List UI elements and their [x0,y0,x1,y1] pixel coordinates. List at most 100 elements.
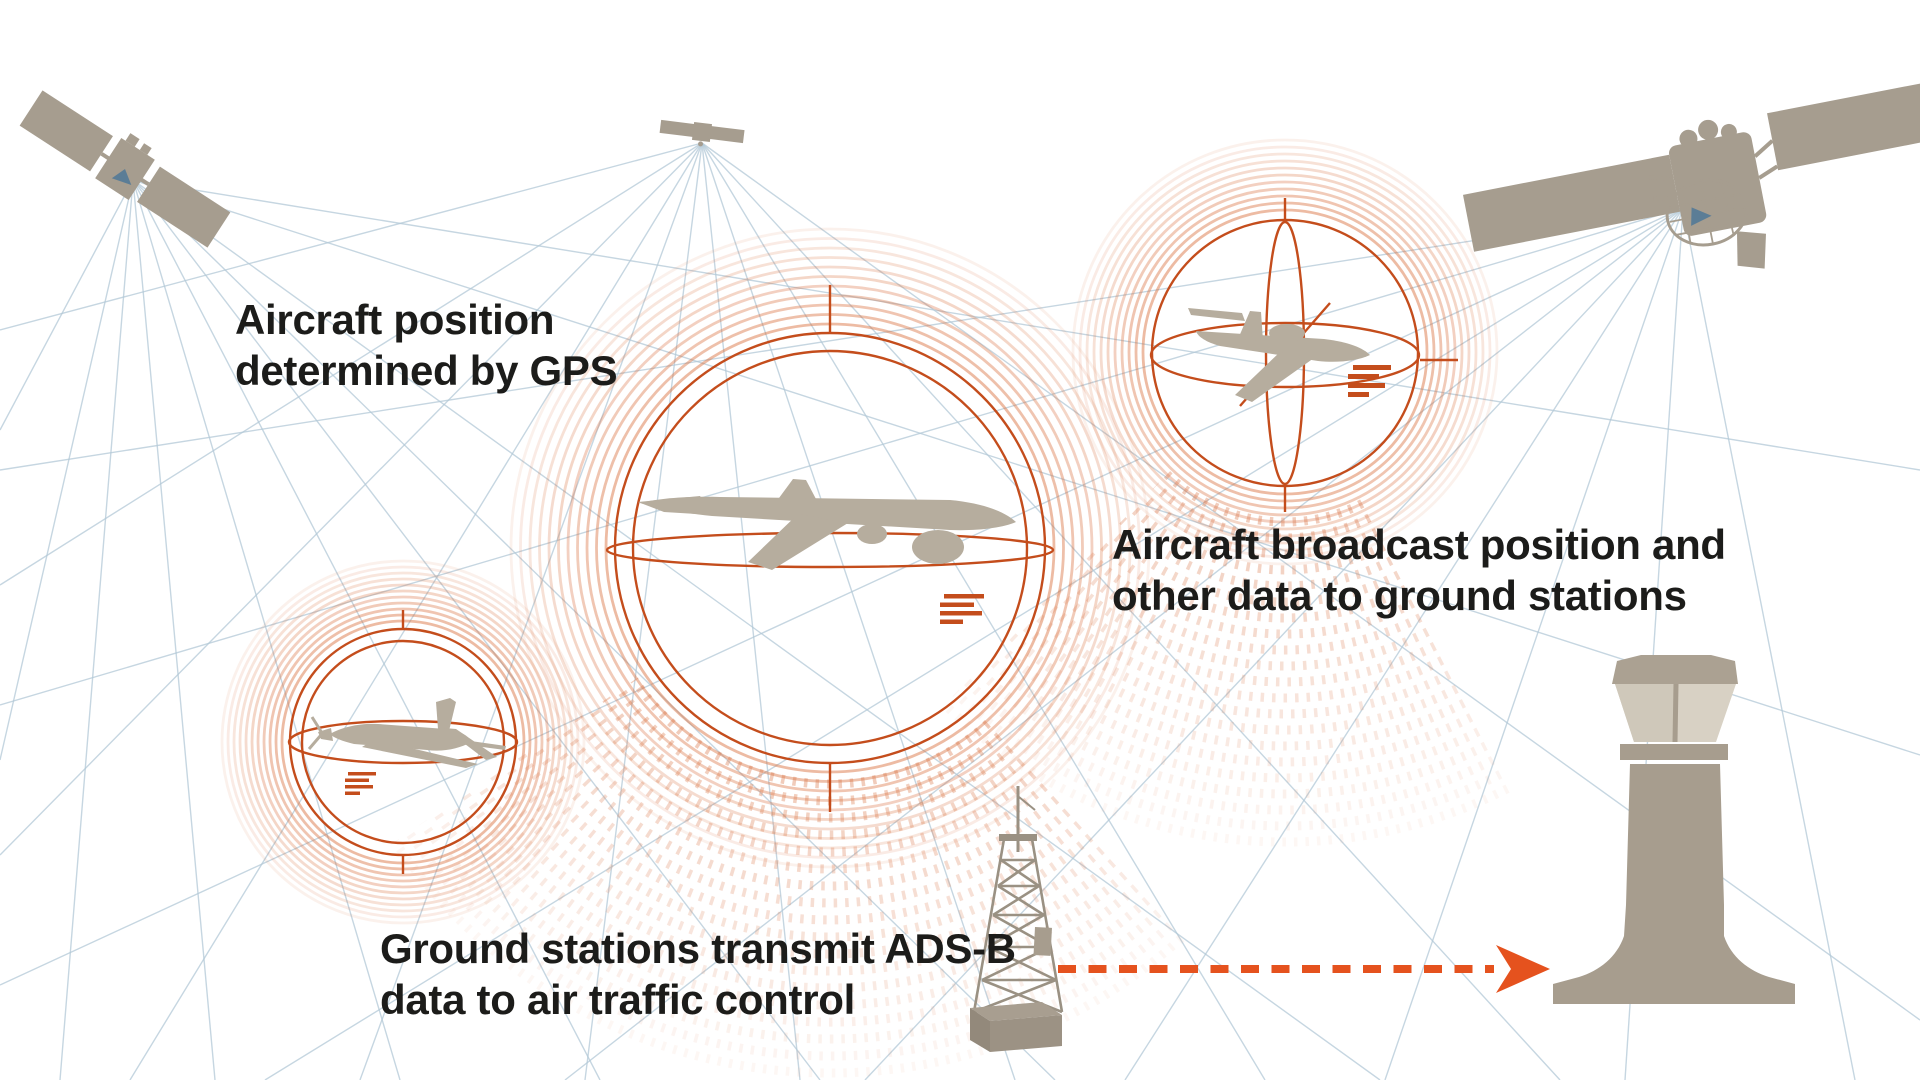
broadcast-wave-arc [963,678,1495,815]
halo-ring [1113,180,1457,524]
halo-ring [595,313,1065,783]
gps-signal-ray [132,179,1920,756]
broadcast-wave-arc [1152,482,1372,543]
jet-fin [1238,311,1263,341]
gps-signal-ray [132,179,216,1080]
broadcast-wave-arc [560,724,1048,874]
broadcast-wave-arc [419,820,1162,1044]
data-burst-bar [1348,374,1379,379]
label-line: Ground stations transmit ADS-B [380,925,1016,972]
control-tower [1553,655,1795,1004]
gps-signal-ray [701,142,1561,1080]
atc-window-divider [1672,683,1679,743]
dashed-arrow [1058,945,1550,993]
satellite-body [691,121,713,143]
adsb-data-burst [345,772,376,795]
broadcast-wave-arc [1163,471,1365,527]
broadcast-wave-arc [503,762,1094,942]
antenna-beam [111,169,132,186]
broadcast-wave-arc [1130,505,1387,575]
gps-signal-ray [132,179,601,1080]
halo-ring [1092,159,1478,545]
equipment-box [1033,927,1052,956]
adsb-data-burst [1348,365,1391,397]
data-burst-bar [940,619,963,624]
data-burst-bar [1348,383,1385,388]
antenna-beam [1691,207,1712,226]
broadcast-wave-arc [1063,574,1430,671]
halo-ring [1085,152,1485,552]
turboprop-silhouette [307,698,506,768]
halo-ring [244,583,562,901]
atc-collar [1620,744,1728,760]
broadcast-wave-arc [941,701,1510,847]
broadcast-wave-arc [1108,528,1401,607]
gps-signal-ray [0,179,134,761]
jet-wing [1235,352,1314,402]
position-sphere-left [287,610,519,874]
adsb-data-burst-icons [345,365,1391,795]
label-line: determined by GPS [235,347,618,394]
ground-station-tower [970,786,1064,1052]
halo-ring [528,246,1132,850]
tower-platform [999,834,1037,841]
halo-ring [557,275,1103,821]
gps-signal-ray [701,142,1016,1080]
broadcast-wave-arc [546,734,1060,891]
label-gps-position: Aircraft position determined by GPS [235,294,618,396]
gps-signal-ray [701,142,1266,1080]
data-burst-bar [940,602,974,607]
regional-jet-silhouette [1188,308,1370,402]
data-burst-bar [345,785,373,789]
gps-signal-ray [0,142,703,586]
turboprop-wing-far [414,733,506,750]
solar-panel [709,126,745,144]
gps-signal-ray [864,207,1684,1080]
halo-ring [604,322,1056,774]
gps-signal-ray [1124,207,1684,1080]
gps-signal-ray [564,207,1684,1080]
gps-signal-ray [264,207,1684,1080]
halo-ring [238,577,568,907]
label-ground-stations: Ground stations transmit ADS-B data to a… [380,923,1016,1025]
broadcast-wave-arc [630,677,991,789]
airliner-engine-far [857,524,887,544]
halo-ring [262,601,544,883]
broadcast-wave-arc [602,696,1014,823]
solar-panel [19,90,113,172]
gps-satellite-center [659,119,745,147]
tower-base-left [970,1008,990,1052]
jet-t-tail [1188,308,1245,321]
halo-ring [538,256,1122,840]
halo-ring [226,565,580,919]
gps-signal-ray [132,179,1056,1080]
tower-base-top [970,1002,1062,1021]
broadcast-wave-arc [1008,632,1466,751]
label-broadcast: Aircraft broadcast position and other da… [1112,519,1726,621]
broadcast-wave-arc [489,772,1105,959]
gps-signal-ray [0,207,1684,471]
gps-signal-ray [0,207,1684,706]
gps-signal-ray [132,179,1920,471]
gps-signal-ray [701,142,801,1080]
satellite-limb [1736,231,1766,269]
halo-ring [576,294,1084,802]
gps-signal-ray [132,179,1381,1080]
gps-signal-ray [1384,207,1684,1080]
gps-signal-ray [0,142,703,331]
solar-panel [659,119,695,137]
halo-ring [585,303,1075,793]
tower-base-front [990,1015,1062,1052]
turboprop-propeller [310,716,324,734]
broadcast-wave-arc [433,810,1151,1027]
data-burst-bar [944,594,984,599]
broadcast-wave-arc [616,686,1003,806]
label-line: data to air traffic control [380,976,855,1023]
gps-signal-ray [359,142,703,1080]
gps-signal-ray [0,207,1684,986]
broadcast-wave-arc [1074,563,1423,655]
solar-panel [1767,73,1920,171]
gps-signal-ray [132,179,401,1080]
halo-ring [1071,138,1499,566]
